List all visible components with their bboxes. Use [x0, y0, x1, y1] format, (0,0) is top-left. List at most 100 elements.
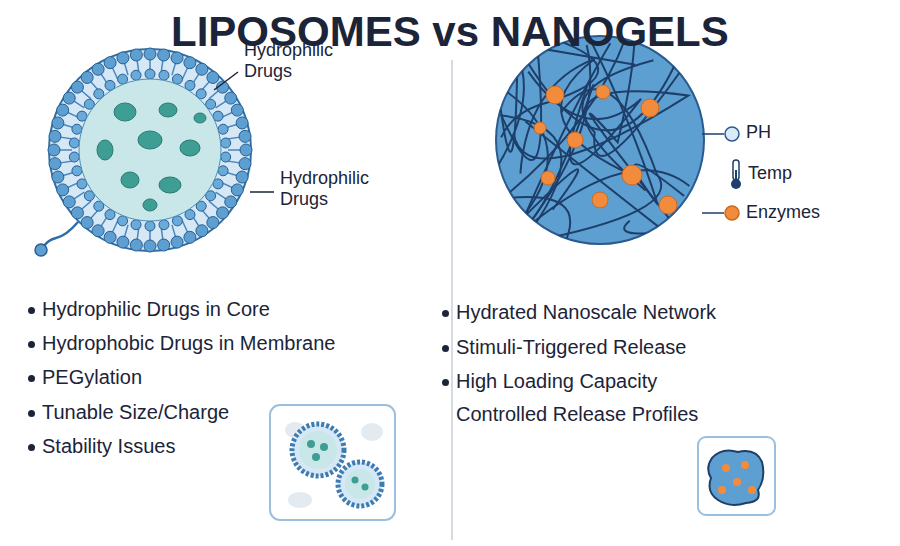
lipid-head [72, 166, 82, 176]
lipid-head [52, 117, 64, 129]
aqueous-core [79, 79, 221, 221]
bullet-dot [28, 341, 35, 348]
lipid-tails [56, 56, 244, 244]
lipid-head [239, 130, 251, 142]
lipid-head [240, 144, 252, 156]
polymer-strand [513, 91, 688, 190]
bullet-text: Hydrated Nanoscale Network [456, 301, 716, 324]
lipid-head [225, 196, 237, 208]
polymer-strand [496, 54, 523, 168]
stimulus-label: Temp [748, 163, 792, 184]
bullet-text: Hydrophilic Drugs in Core [42, 298, 270, 321]
bullet-dot [28, 410, 35, 417]
lipid-head [49, 158, 61, 170]
lipid-head [104, 231, 116, 243]
polymer-mesh [495, 30, 701, 258]
drug-blobs [97, 103, 206, 211]
lipid-head [130, 239, 142, 251]
lipid-head [49, 130, 61, 142]
lipid-head [48, 144, 60, 156]
lipid-head [130, 49, 142, 61]
drug-dots [534, 85, 677, 214]
bullet-dot [28, 444, 35, 451]
lipid-head [236, 171, 248, 183]
bullet-text: Tunable Size/Charge [42, 401, 229, 424]
polymer-strand [502, 33, 628, 244]
lipid-head [236, 117, 248, 129]
leader-line [214, 72, 238, 90]
lipid-head [221, 138, 231, 148]
nanogel-body [496, 36, 704, 244]
lipid-head [57, 104, 69, 116]
lipid-head [196, 63, 208, 75]
lipid-head [207, 71, 219, 83]
lipid-head [231, 104, 243, 116]
lipid-head [131, 220, 141, 230]
polymer-strand [525, 45, 689, 229]
polymer-strand [525, 121, 665, 233]
peg-chain [44, 222, 78, 246]
lipid-head [92, 63, 104, 75]
lipid-head [104, 57, 116, 69]
peg-end [35, 244, 47, 256]
bullet-dot [442, 310, 449, 317]
lipid-head [144, 240, 156, 252]
leader-line [702, 212, 724, 214]
divider-line [451, 60, 453, 540]
bullet-text: Controlled Release Profiles [456, 403, 698, 426]
nanogel-inset [698, 437, 775, 515]
bullet-text: Stability Issues [42, 435, 175, 458]
bullet-text: Hydrophobic Drugs in Membrane [42, 332, 335, 355]
lipid-head [131, 70, 141, 80]
lipid-head [218, 166, 228, 176]
lipid-head [221, 152, 231, 162]
callout-label: Hydrophilic Drugs [244, 40, 354, 81]
lipid-head [184, 231, 196, 243]
lipid-head [145, 69, 155, 79]
lipid-head [196, 225, 208, 237]
lipid-heads [48, 48, 252, 252]
ph-icon [725, 127, 739, 141]
lipid-head [57, 184, 69, 196]
lipid-head [207, 217, 219, 229]
lipid-head [217, 207, 229, 219]
lipid-head [158, 49, 170, 61]
lipid-head [117, 52, 129, 64]
bullet-dot [28, 307, 35, 314]
bullet-dot [28, 375, 35, 382]
lipid-head [158, 239, 170, 251]
lipid-head [145, 221, 155, 231]
nanogel [495, 30, 704, 258]
lipid-head [81, 217, 93, 229]
bullet-dot [442, 379, 449, 386]
lipid-head [81, 71, 93, 83]
lipid-head [171, 236, 183, 248]
stimulus-label: PH [746, 122, 771, 143]
polymer-strand [590, 33, 697, 253]
liposome-inset [270, 405, 395, 520]
lipid-head [63, 92, 75, 104]
callout-label: Hydrophilic Drugs [280, 168, 390, 209]
lipid-head [72, 124, 82, 134]
polymer-strand [517, 44, 675, 130]
bullet-text: PEGylation [42, 366, 142, 389]
leader-line [250, 191, 274, 193]
leader-line [702, 133, 724, 135]
lipid-head [117, 236, 129, 248]
lipid-head [239, 158, 251, 170]
lipid-head [69, 152, 79, 162]
thermometer-icon [731, 160, 741, 189]
enzyme-icon [725, 206, 739, 220]
liposome-outer [49, 49, 251, 251]
lipid-head [159, 70, 169, 80]
lipid-head [218, 124, 228, 134]
liposome [35, 48, 252, 256]
stimulus-label: Enzymes [746, 202, 820, 223]
lipid-head [71, 81, 83, 93]
lipid-head [184, 57, 196, 69]
lipid-head [63, 196, 75, 208]
polymer-strand [587, 33, 684, 204]
lipid-head [69, 138, 79, 148]
bullet-dot [442, 345, 449, 352]
